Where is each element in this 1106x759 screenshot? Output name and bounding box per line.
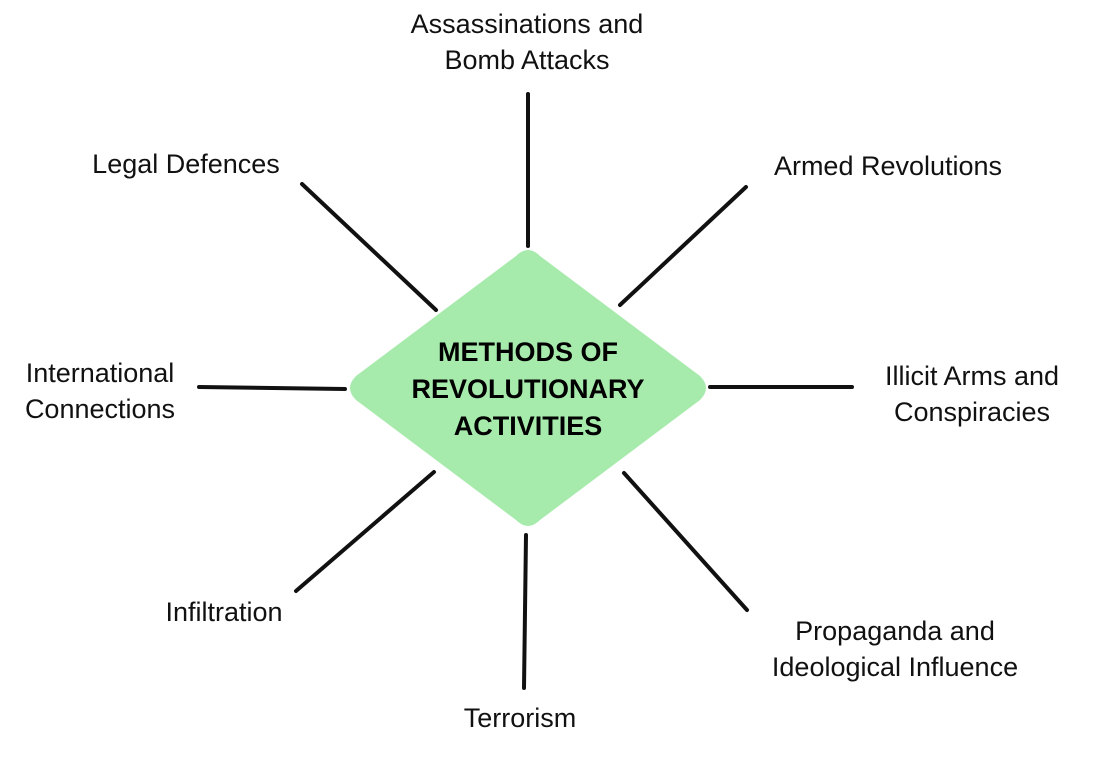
branch-label-line: Terrorism [463, 703, 577, 733]
branch-label-illicit-arms: Illicit Arms and Conspiracies [842, 358, 1102, 430]
branch-label-line: Assassinations and [410, 9, 644, 39]
branch-label-legal-defences: Legal Defences [66, 146, 306, 182]
connector-left [197, 385, 347, 391]
branch-label-line: Illicit Arms and [884, 361, 1060, 391]
branch-label-infiltration: Infiltration [124, 594, 324, 630]
branch-label-line: Conspiracies [893, 397, 1051, 427]
center-diamond [350, 250, 706, 526]
center-title-line-1: METHODS OF [438, 337, 618, 367]
branch-label-line: Propaganda and [795, 616, 995, 646]
branch-label-assassinations: Assassinations and Bomb Attacks [377, 6, 677, 78]
branch-label-armed-revolutions: Armed Revolutions [738, 148, 1038, 184]
connector-top-left [300, 182, 438, 312]
branch-label-line: Legal Defences [92, 149, 280, 179]
center-title: METHODS OF REVOLUTIONARY ACTIVITIES [378, 334, 678, 445]
branch-label-line: Bomb Attacks [444, 45, 610, 75]
branch-label-line: Connections [24, 394, 176, 424]
connector-bottom [522, 533, 528, 690]
branch-label-line: International [25, 358, 175, 388]
connector-bottom-left [294, 470, 436, 593]
branch-label-international-connections: International Connections [0, 355, 200, 427]
branch-label-line: Armed Revolutions [773, 151, 1003, 181]
branch-label-propaganda: Propaganda and Ideological Influence [745, 613, 1045, 685]
center-title-line-3: ACTIVITIES [453, 411, 603, 441]
branch-label-line: Infiltration [165, 597, 283, 627]
branch-label-terrorism: Terrorism [420, 700, 620, 736]
center-title-line-2: REVOLUTIONARY [411, 374, 645, 404]
connector-top-right [618, 185, 748, 307]
branch-label-line: Ideological Influence [771, 652, 1019, 682]
connector-bottom-right [622, 471, 749, 612]
